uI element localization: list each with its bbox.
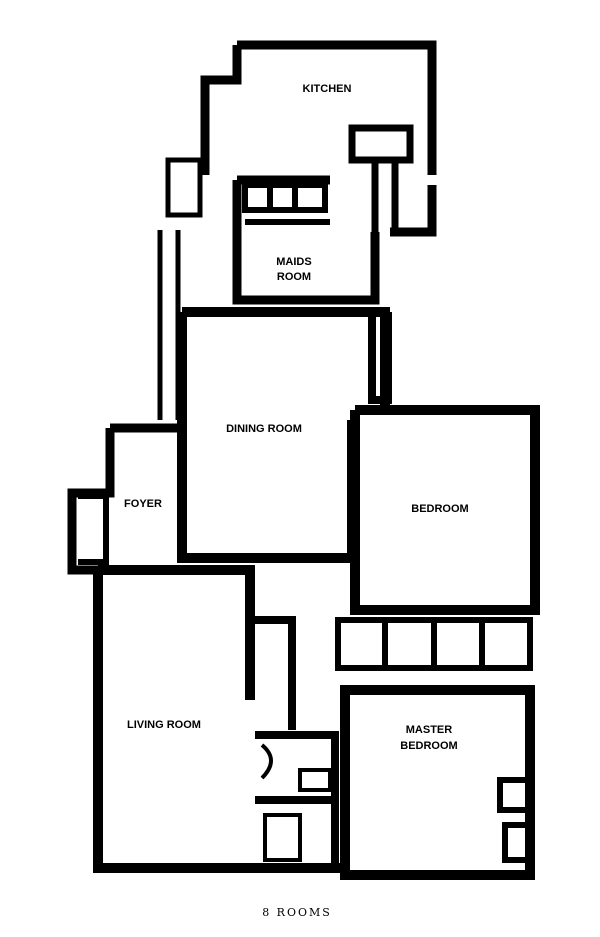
bedroom-label: BEDROOM [411, 503, 468, 515]
maids-room-label-line1: MAIDS [276, 256, 311, 268]
pantry-walls [348, 124, 414, 232]
maids-room-label-line2: ROOM [277, 271, 311, 283]
bath-walls [255, 616, 339, 865]
bedroom-walls [350, 405, 540, 615]
bath-fixtures [260, 743, 332, 862]
master-bedroom-label-line2: BEDROOM [400, 740, 457, 752]
living-room-label: LIVING ROOM [127, 719, 201, 731]
master-bedroom-walls [340, 685, 535, 880]
bedroom-closets [335, 617, 533, 671]
master-bedroom-label-line1: MASTER [406, 724, 453, 736]
maids-closets [242, 182, 330, 225]
maids-room-walls [232, 175, 380, 305]
walls [67, 40, 540, 880]
living-room-walls [93, 565, 345, 873]
foyer-label: FOYER [124, 498, 162, 510]
kitchen-label: KITCHEN [303, 83, 352, 95]
dining-hall [368, 312, 392, 404]
foyer-walls [67, 423, 180, 575]
foyer-closet [78, 493, 109, 565]
master-closet [497, 777, 531, 863]
plan-caption: 8 ROOMS [262, 906, 332, 919]
dining-room-label: DINING ROOM [226, 423, 302, 435]
kitchen-walls [200, 40, 437, 237]
